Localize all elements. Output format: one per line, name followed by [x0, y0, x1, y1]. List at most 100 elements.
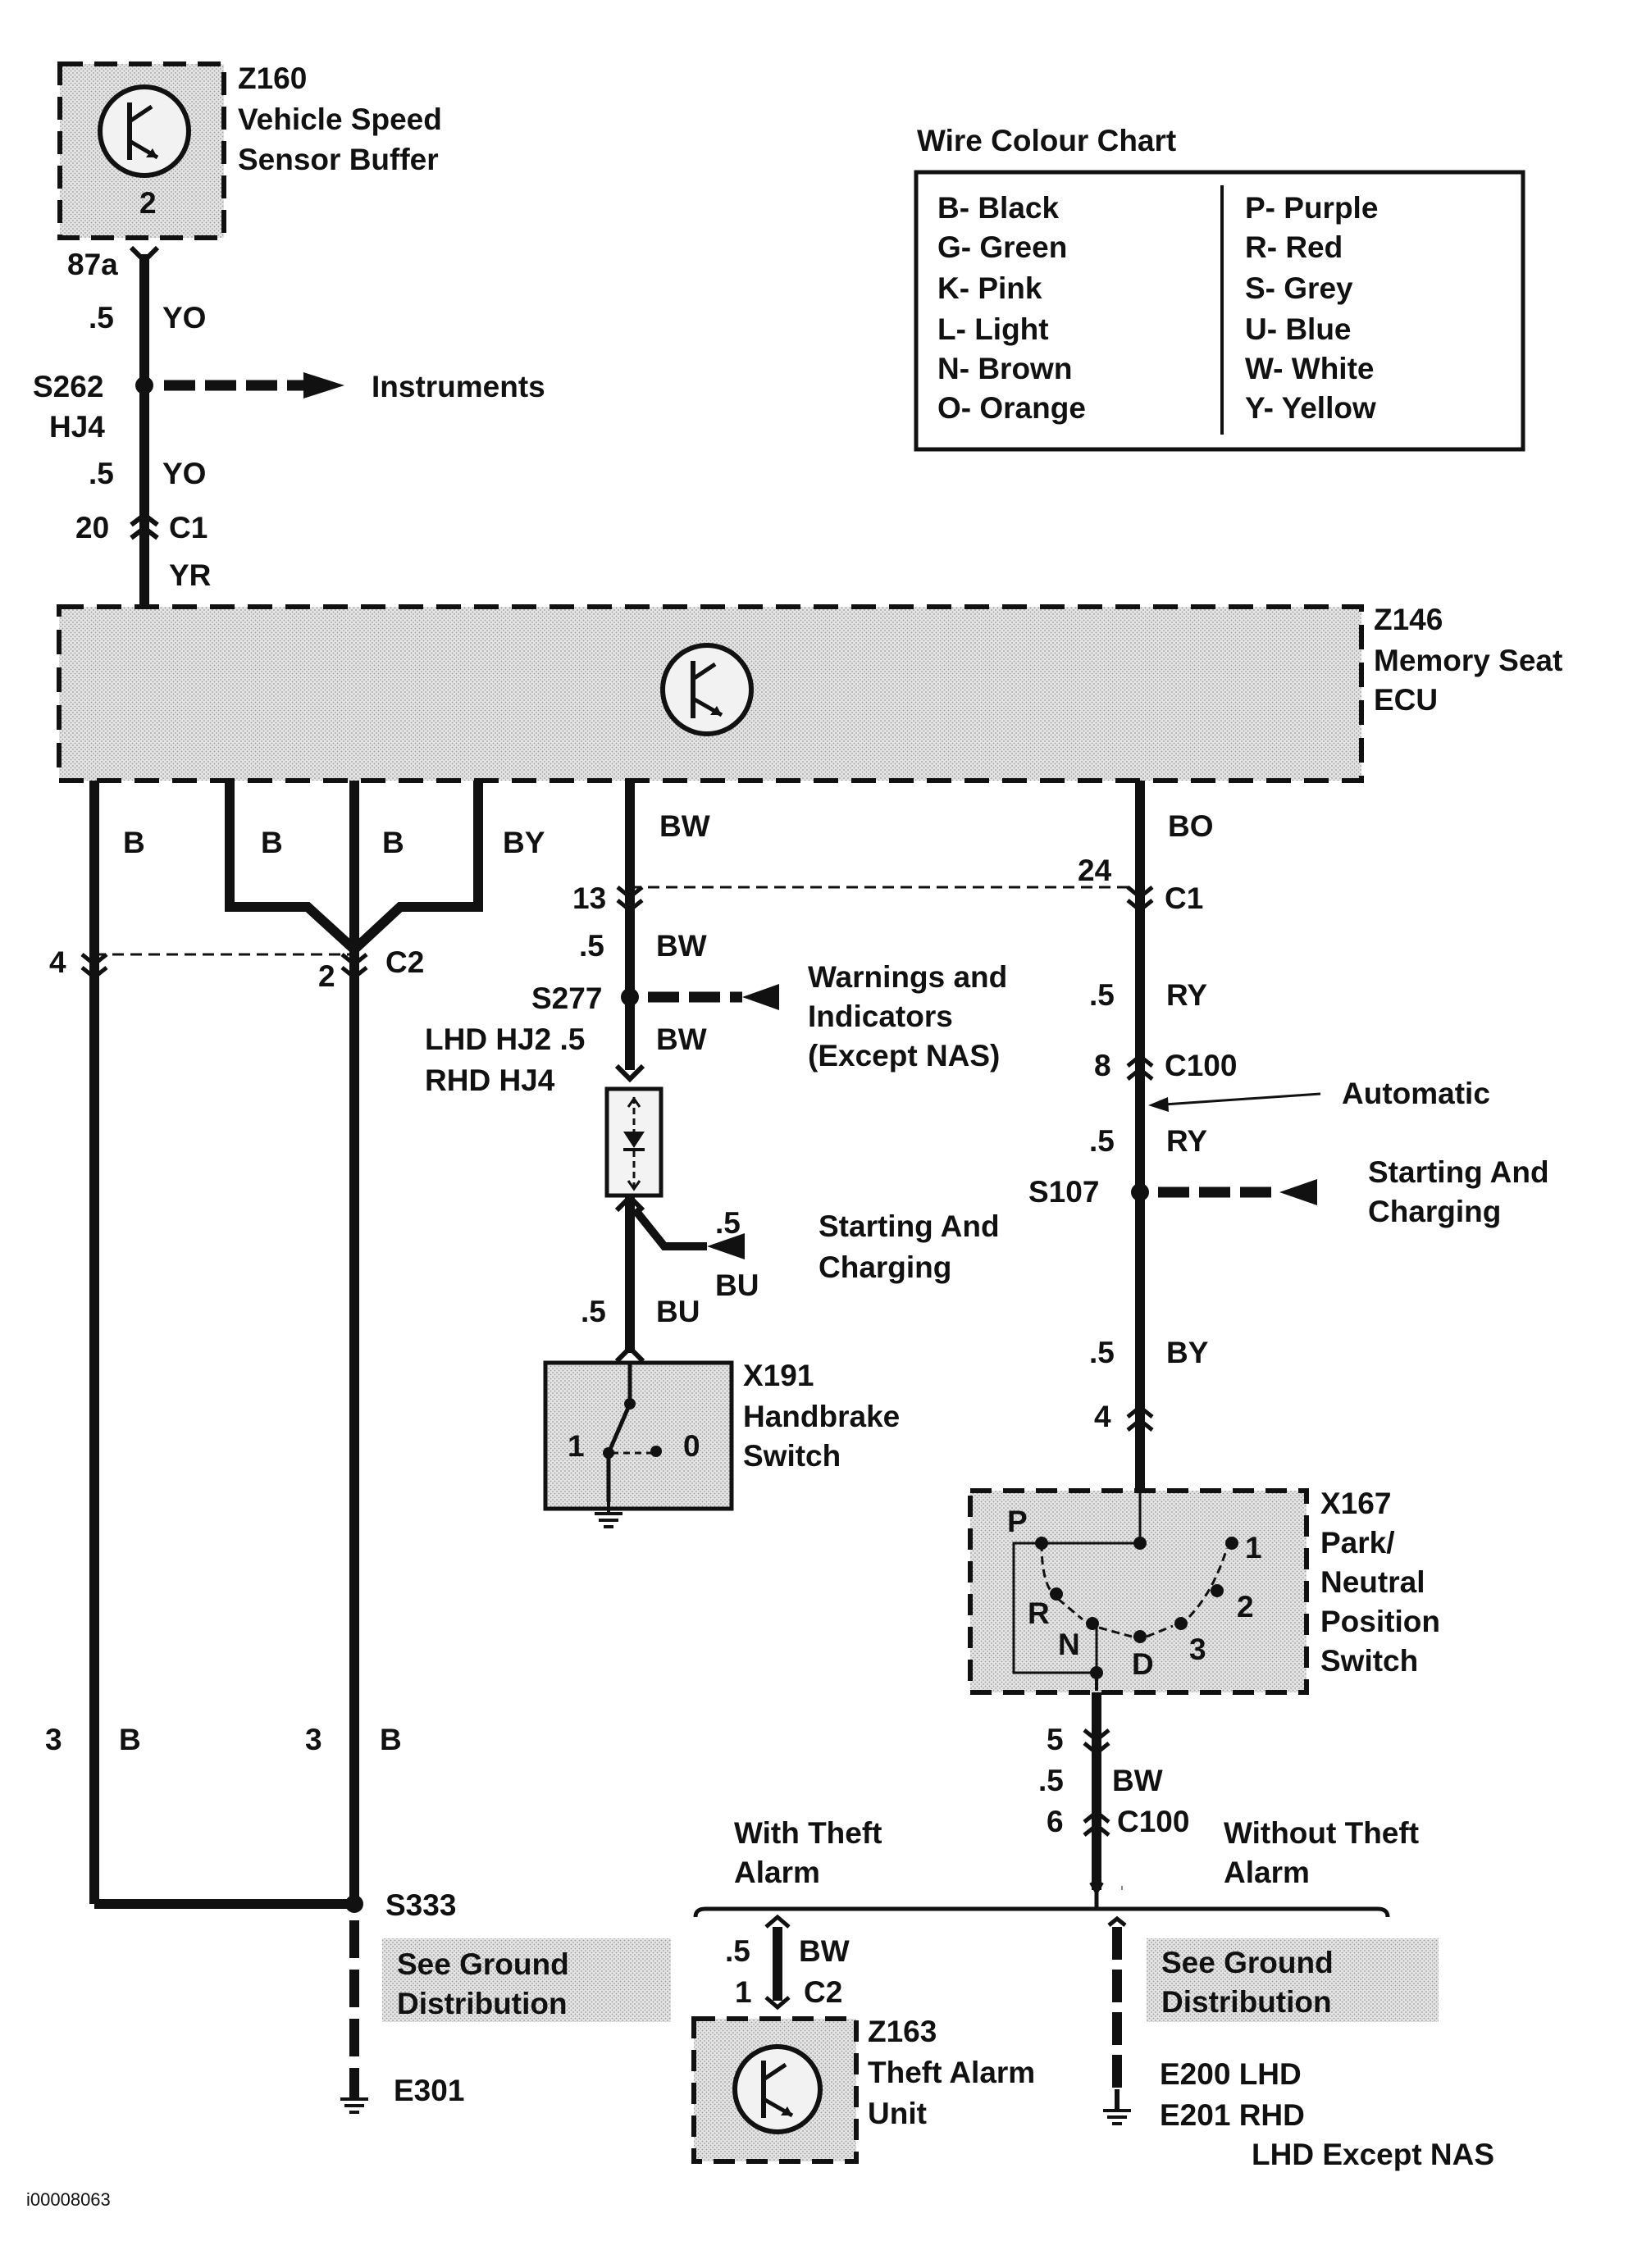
colour-chart-item: R- Red: [1245, 230, 1343, 264]
connector-c1-icon: [130, 512, 159, 540]
switch-pos-1: 1: [568, 1429, 585, 1463]
switch-pos-3: 3: [1189, 1633, 1206, 1666]
wire-colour-ry: RY: [1166, 1124, 1207, 1158]
ground-symbol-icon: [1103, 2089, 1131, 2125]
colour-top-1: YO: [162, 301, 206, 335]
colour-chart-item: K- Pink: [937, 271, 1042, 305]
automatic-leader: [1151, 1092, 1321, 1107]
pin-24: 24: [1078, 854, 1112, 887]
starting-charging-right-line1: Starting And: [1368, 1155, 1549, 1189]
warnings-line2: Indicators: [808, 1000, 953, 1033]
colour-chart-item: B- Black: [937, 191, 1059, 225]
size-mid-2: .5: [581, 1295, 606, 1328]
size-right-3: .5: [1089, 1336, 1115, 1369]
z163-name-line1: Theft Alarm: [868, 2056, 1035, 2089]
z160-component: 2: [57, 61, 226, 240]
colour-chart-left: B- Black G- Green K- Pink L- Light N- Br…: [937, 191, 1086, 425]
starting-charging-mid-line2: Charging: [819, 1250, 951, 1284]
colour-chart-title: Wire Colour Chart: [917, 124, 1176, 157]
z160-name-line2: Sensor Buffer: [238, 143, 439, 176]
pin-2-left: 2: [318, 959, 335, 993]
ground-e200: E200 LHD: [1160, 2057, 1302, 2091]
colour-chart-item: G- Green: [937, 230, 1067, 264]
switch-pos-0: 0: [683, 1429, 700, 1463]
option-bracket: [693, 1906, 1390, 1918]
splice-s333-icon: [345, 1895, 363, 1913]
without-theft-line2: Alarm: [1224, 1856, 1310, 1889]
pin-6: 6: [1047, 1805, 1064, 1838]
connector-pin2-icon: [340, 953, 368, 981]
colour-top-3: YR: [169, 558, 211, 592]
z146-name-line2: ECU: [1374, 683, 1438, 717]
switch-pos-n: N: [1058, 1628, 1080, 1661]
wire-colour-b: B: [382, 826, 404, 859]
ground-symbol-icon: [595, 1502, 622, 1528]
connector-c2-left: C2: [385, 945, 424, 979]
splice-s107: S107: [1028, 1175, 1099, 1209]
harness-hj4: HJ4: [49, 410, 105, 444]
pin-87a: 87a: [67, 248, 118, 281]
splice-s277-icon: [621, 988, 639, 1006]
wire-colour-b: B: [380, 1723, 402, 1756]
wire-colour-b: B: [123, 826, 145, 859]
with-theft-line1: With Theft: [734, 1816, 882, 1850]
pin-20: 20: [75, 511, 109, 544]
warnings-line3: (Except NAS): [808, 1039, 1000, 1073]
harness-lhd: LHD HJ2 .5: [425, 1022, 585, 1056]
ground-symbol-icon: [340, 2097, 368, 2114]
ground-distribution-line1: See Ground: [1161, 1946, 1334, 1979]
connector-c100b: C100: [1117, 1805, 1189, 1838]
colour-chart-item: L- Light: [937, 312, 1049, 346]
ground-distribution-line2: Distribution: [1161, 1985, 1332, 2019]
wire-colour-b: B: [119, 1723, 141, 1756]
harness-rhd: RHD HJ4: [425, 1063, 555, 1097]
size-right-2: .5: [1089, 1124, 1115, 1158]
x167-name-line1: Park/: [1320, 1526, 1395, 1560]
colour-chart-item: Y- Yellow: [1245, 391, 1376, 425]
connector-pin4-icon: [1126, 1404, 1154, 1432]
connector-icon: [614, 1063, 645, 1083]
connector-c100-icon: [1083, 1809, 1110, 1837]
connector-c100-icon: [1126, 1053, 1154, 1081]
z160-id: Z160: [238, 61, 307, 95]
colour-chart-item: S- Grey: [1245, 271, 1353, 305]
pin-3-right: 3: [305, 1723, 322, 1756]
arrow-right-icon: [303, 372, 344, 398]
connector-icon: [1107, 1915, 1127, 1927]
connector-icon: [614, 1344, 645, 1364]
arrow-left-icon: [742, 984, 779, 1010]
connector-c100: C100: [1165, 1049, 1237, 1082]
x167-park-neutral-switch: P R N D 1 2 3: [968, 1488, 1309, 1695]
x191-id: X191: [743, 1359, 814, 1392]
ground-e201: E201 RHD: [1160, 2098, 1305, 2132]
z163-theft-alarm-unit: [691, 2016, 859, 2164]
colour-chart-item: W- White: [1245, 352, 1375, 385]
pin-4-right: 4: [1094, 1400, 1111, 1433]
starting-charging-right-line2: Charging: [1368, 1195, 1501, 1228]
wire-colour-bu: BU: [715, 1268, 759, 1302]
diode-component: [604, 1086, 664, 1198]
wire-colour-ry: RY: [1166, 978, 1207, 1012]
connector-c1-top: C1: [169, 511, 207, 544]
automatic-label: Automatic: [1342, 1077, 1490, 1110]
pin-3-left: 3: [45, 1723, 62, 1756]
x167-name-line3: Position: [1320, 1605, 1440, 1638]
splice-s277: S277: [531, 981, 602, 1015]
z160-pin: 2: [139, 186, 157, 220]
connector-c1-right: C1: [1165, 881, 1203, 915]
z146-name-line1: Memory Seat: [1374, 644, 1562, 677]
z146-component: [57, 604, 1364, 783]
splice-s262-icon: [135, 376, 153, 394]
arrow-left-icon: [1279, 1179, 1317, 1205]
wire-colour-bw: BW: [656, 929, 707, 963]
size-top-1: .5: [89, 301, 114, 335]
size-right-4: .5: [1038, 1764, 1064, 1797]
z160-name-line1: Vehicle Speed: [238, 102, 442, 136]
colour-chart-item: P- Purple: [1245, 191, 1378, 225]
wire-colour-by: BY: [1166, 1336, 1209, 1369]
z163-id: Z163: [868, 2015, 937, 2048]
wire-colour-bw: BW: [659, 809, 710, 843]
ground-distribution-line1: See Ground: [397, 1947, 569, 1981]
lhd-except-nas: LHD Except NAS: [1252, 2138, 1494, 2171]
colour-chart-item: N- Brown: [937, 352, 1072, 385]
